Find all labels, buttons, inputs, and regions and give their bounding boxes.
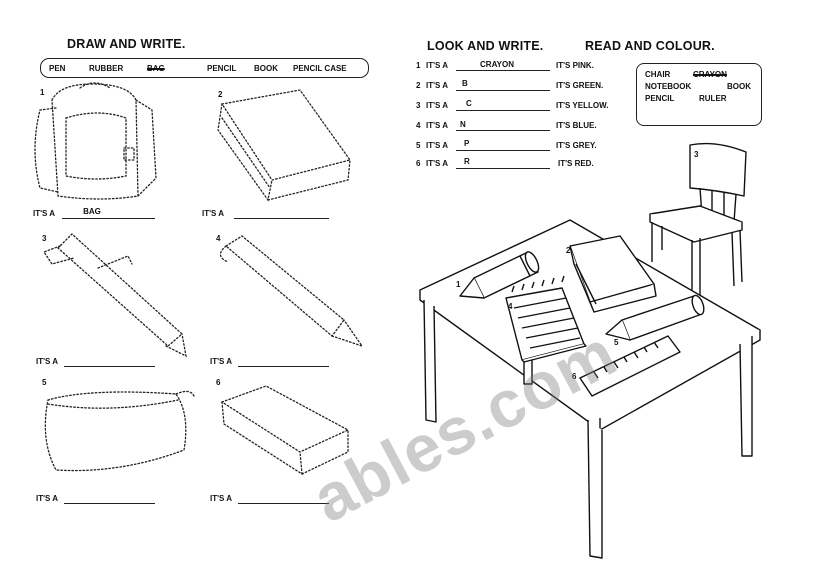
its-a-label: IT'S A [426,121,449,130]
item-number: 5 [42,378,47,387]
row-number: 4 [416,121,421,130]
its-a-label: IT'S A [210,357,233,366]
row-number: 1 [416,61,421,70]
colour-clue: IT'S RED. [558,159,594,168]
answer-line[interactable] [234,218,329,219]
word-bank-pencil: PENCIL [207,64,237,73]
dotted-backpack-drawing [34,82,157,200]
answer-line[interactable] [62,218,155,219]
word-pencil: PENCIL [645,94,675,103]
word-bank-book: BOOK [254,64,278,73]
row-number: 2 [416,81,421,90]
word-bank: PEN RUBBER BAG PENCIL BOOK PENCIL CASE [40,58,369,78]
answer-line[interactable] [456,150,550,151]
book-illustration [569,235,657,313]
its-a-label: IT'S A [426,141,449,150]
item-number: 4 [216,234,221,243]
draw-and-write-heading: DRAW AND WRITE. [67,37,186,51]
answer-line[interactable] [238,366,329,367]
its-a-label: IT'S A [426,61,449,70]
word-bank-pen: PEN [49,64,66,73]
item-number: 2 [218,90,223,99]
answer-line[interactable] [64,503,155,504]
notebook-illustration [505,275,587,363]
colour-clue: IT'S PINK. [556,61,594,70]
item-number: 3 [42,234,47,243]
answer-line[interactable] [64,366,155,367]
look-and-write-heading: LOOK AND WRITE. [427,39,544,53]
answer-text: P [464,139,470,148]
answer-text: C [466,99,472,108]
its-a-label: IT'S A [426,81,449,90]
answer-line[interactable] [456,110,550,111]
dotted-pencil-drawing [219,235,364,348]
item-number: 6 [216,378,221,387]
dotted-book-drawing [217,89,352,202]
its-a-label: IT'S A [210,494,233,503]
picture-label-6: 6 [572,372,577,381]
picture-label-5: 5 [614,338,619,347]
its-a-label: IT'S A [36,357,59,366]
answer-line[interactable] [456,90,550,91]
answer-line[interactable] [456,70,550,71]
its-a-label: IT'S A [426,159,449,168]
dotted-pencil-case-drawing [44,390,195,472]
colour-clue: IT'S GREEN. [556,81,604,90]
answer-text: B [462,79,468,88]
dotted-rubber-drawing [220,385,350,476]
answer-text: CRAYON [480,60,514,69]
colour-clue: IT'S BLUE. [556,121,597,130]
word-notebook: NOTEBOOK [645,82,692,91]
its-a-label: IT'S A [33,209,56,218]
word-book: BOOK [727,82,751,91]
word-bank-pencil-case: PENCIL CASE [293,64,347,73]
row-number: 5 [416,141,421,150]
word-ruler: RULER [699,94,727,103]
read-and-colour-heading: READ AND COLOUR. [585,39,715,53]
word-crayon: CRAYON [693,70,727,79]
picture-label-1: 1 [456,280,461,289]
its-a-label: IT'S A [202,209,225,218]
answer-text: R [464,157,470,166]
answer-line[interactable] [456,168,550,169]
item-number: 1 [40,88,45,97]
answer-text: BAG [83,207,101,216]
pencil-illustration [605,294,705,341]
colour-clue: IT'S YELLOW. [556,101,609,110]
its-a-label: IT'S A [426,101,449,110]
dotted-pen-drawing [43,233,187,358]
picture-label-2: 2 [566,246,571,255]
its-a-label: IT'S A [36,494,59,503]
answer-text: N [460,120,466,129]
row-number: 6 [416,159,421,168]
colour-word-box: CHAIR CRAYON NOTEBOOK BOOK PENCIL RULER [636,63,762,126]
picture-label-3: 3 [694,150,699,159]
row-number: 3 [416,101,421,110]
word-bank-bag: BAG [147,64,165,73]
colour-clue: IT'S GREY. [556,141,597,150]
ruler-illustration [579,335,681,397]
answer-line[interactable] [238,503,329,504]
crayon-illustration [459,251,540,299]
answer-line[interactable] [456,130,550,131]
chair-illustration [649,142,747,300]
picture-label-4: 4 [508,302,513,311]
word-bank-rubber: RUBBER [89,64,124,73]
word-chair: CHAIR [645,70,671,79]
